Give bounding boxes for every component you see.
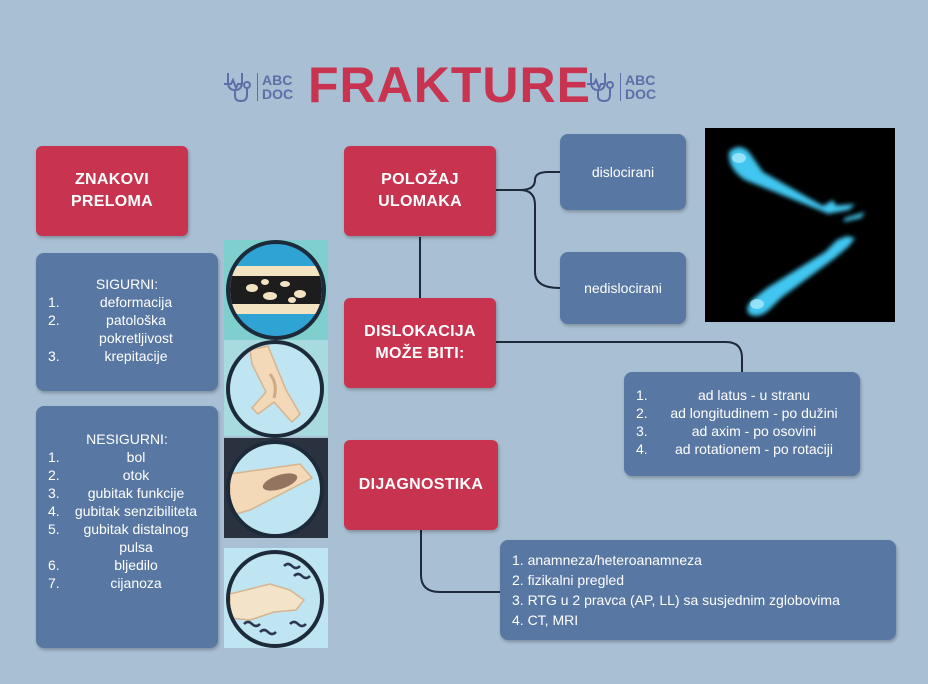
item-num: 4. (636, 441, 648, 457)
item-text: gubitak distalnog pulsa (83, 521, 189, 555)
nedislocirani-label: nedislocirani (584, 280, 662, 296)
list-item: 1. deformacija (48, 293, 202, 311)
list-item: 7. cijanoza (48, 574, 202, 592)
sigurni-list: 1.deformacija 2.patološka pokretljivost … (36, 293, 218, 365)
box-nedislocirani: nedislocirani (560, 252, 686, 324)
stethoscope-icon (224, 73, 251, 103)
connector-polozaj-dislocirani (496, 171, 560, 191)
list-item: 2. fizikalni pregled (512, 572, 625, 588)
item-text: krepitacije (104, 348, 168, 364)
list-item: 2. otok (48, 466, 202, 484)
list-item: 6. bljedilo (48, 556, 202, 574)
item-num: 7. (48, 575, 60, 591)
item-num: 1. (48, 449, 60, 465)
list-item: 2. ad longitudinem - po dužini (636, 404, 850, 422)
list-item: 1. anamneza/heteroanamneza (512, 552, 702, 568)
list-item: 3. krepitacije (48, 347, 202, 365)
arm-deformity-icon (226, 340, 324, 438)
item-text: gubitak funkcije (87, 485, 185, 501)
hand-pain-icon (226, 550, 324, 648)
item-text: otok (122, 467, 150, 483)
sigurni-heading: SIGURNI: (95, 276, 159, 292)
item-num: 3. (48, 348, 60, 364)
list-item: 3. gubitak funkcije (48, 484, 202, 502)
item-num: 2. (48, 467, 60, 483)
item-num: 1. (636, 387, 648, 403)
box-nesigurni: NESIGURNI: 1. bol 2. otok 3. gubitak funkci… (36, 406, 218, 648)
list-item: 3. RTG u 2 pravca (AP, LL) sa susjednim … (512, 592, 840, 608)
dislocirani-label: dislocirani (591, 164, 655, 180)
list-item: 2. patološka pokretljivost (48, 311, 202, 347)
xray-bone-fracture (705, 128, 895, 322)
logo-line2: DOC (625, 86, 657, 102)
stethoscope-icon (587, 73, 614, 103)
logo-line2: DOC (262, 86, 294, 102)
box-dislokacija: DISLOKACIJA MOŽE BITI: (344, 298, 496, 388)
list-item: 5. gubitak distalnog pulsa (48, 520, 202, 556)
box-dijagnostika-list: 1. anamneza/heteroanamneza 2. fizikalni … (500, 540, 896, 640)
list-item: 1. ad latus - u stranu (636, 386, 850, 404)
nesigurni-list: 1. bol 2. otok 3. gubitak funkcije 4. gubita… (36, 448, 218, 592)
list-item: 4. ad rotationem - po rotaciji (636, 440, 850, 458)
dijagnostika-list: 1. anamneza/heteroanamneza 2. fizikalni … (500, 540, 896, 630)
box-sigurni: SIGURNI: 1. deformacija 2. patološka pokre… (36, 253, 218, 391)
list-item: 4. gubitak senzibiliteta (48, 502, 202, 520)
item-num: 5. (48, 521, 60, 537)
item-text: ad latus - u stranu (697, 387, 811, 403)
item-num: 2. (48, 312, 60, 328)
item-num: 1. (48, 294, 60, 310)
item-text: cijanoza (110, 575, 162, 591)
logo-line1: ABC (625, 72, 656, 88)
bone-fracture-icon (226, 240, 326, 340)
list-item: 3. ad axim - po osovini (636, 422, 850, 440)
illustration-frame-1 (224, 240, 328, 340)
box-dislokacija-types: 1. ad latus - u stranu 2. ad longitudinem … (624, 372, 860, 476)
logo-line1: ABC (262, 72, 293, 88)
item-num: 6. (48, 557, 60, 573)
item-text: bljedilo (114, 557, 158, 573)
dislokacija-types-list: 1. ad latus - u stranu 2. ad longitudinem … (624, 372, 860, 458)
box-polozaj-ulomaka: POLOŽAJ ULOMAKA (344, 146, 496, 236)
page-title: FRAKTURE (308, 57, 591, 113)
item-text: ad axim - po osovini (691, 423, 817, 439)
connector-dijagnostika-list (420, 530, 500, 593)
box-znakovi-preloma: ZNAKOVI PRELOMA (36, 146, 188, 236)
item-num: 3. (636, 423, 648, 439)
box-dislocirani: dislocirani (560, 134, 686, 210)
item-text: gubitak senzibiliteta (74, 503, 198, 519)
illustration-frame-2 (224, 340, 328, 438)
list-item: 4. CT, MRI (512, 612, 579, 628)
illustration-frame-4 (224, 548, 328, 648)
box-dijagnostika: DIJAGNOSTIKA (344, 440, 498, 530)
item-text: ad rotationem - po rotaciji (675, 441, 833, 457)
illustration-frame-3 (224, 438, 328, 538)
item-text: patološka pokretljivost (99, 312, 173, 346)
arm-bruise-icon (226, 440, 324, 538)
connector-dislokacija-types (496, 341, 743, 372)
item-num: 2. (636, 405, 648, 421)
item-num: 3. (48, 485, 60, 501)
list-item: 1. bol (48, 448, 202, 466)
connector-polozaj-nedislocirani (519, 189, 561, 289)
item-text: bol (126, 449, 146, 465)
item-text: deformacija (99, 294, 173, 310)
item-num: 4. (48, 503, 60, 519)
item-text: ad longitudinem - po dužini (670, 405, 838, 421)
nesigurni-heading: NESIGURNI: (86, 431, 168, 447)
